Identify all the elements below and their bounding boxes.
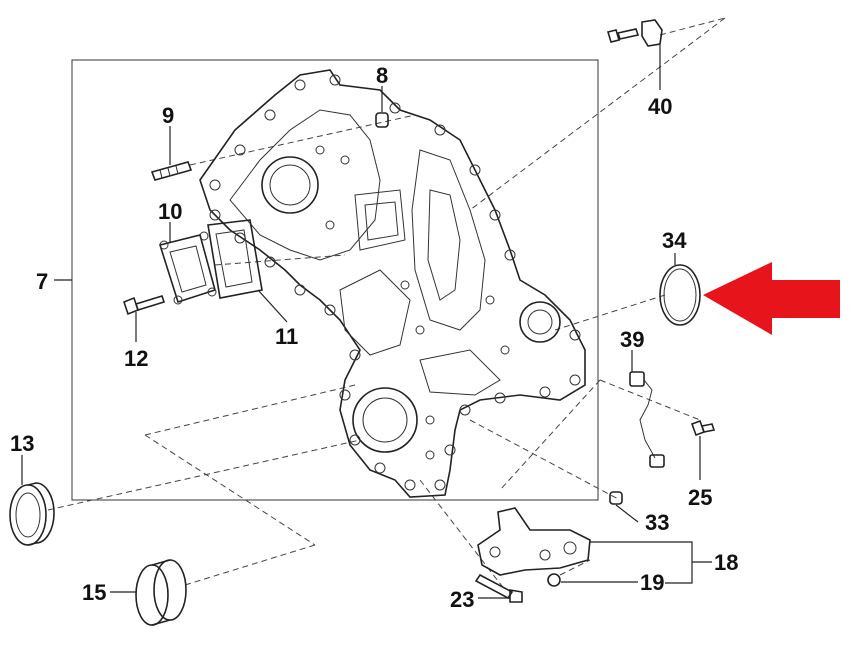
plug-part-8 bbox=[375, 86, 389, 128]
label-12: 12 bbox=[124, 346, 148, 371]
sensor-part-39 bbox=[629, 350, 665, 468]
label-18: 18 bbox=[714, 550, 738, 575]
cover-part-11 bbox=[207, 219, 288, 323]
label-11: 11 bbox=[275, 324, 298, 349]
clip-part-40 bbox=[606, 19, 663, 90]
plug-part-33 bbox=[609, 491, 639, 523]
label-40: 40 bbox=[648, 94, 672, 119]
timing-cover bbox=[199, 69, 586, 498]
bolt-part-25 bbox=[690, 419, 716, 480]
label-13: 13 bbox=[10, 431, 34, 456]
label-33: 33 bbox=[645, 510, 669, 535]
label-8: 8 bbox=[376, 63, 388, 88]
label-25: 25 bbox=[688, 485, 712, 510]
label-7: 7 bbox=[36, 269, 48, 294]
label-39: 39 bbox=[620, 327, 644, 352]
oil-seal-part-13 bbox=[9, 455, 55, 546]
bracket-part-18 bbox=[477, 507, 712, 584]
label-19: 19 bbox=[640, 570, 664, 595]
sleeve-part-15 bbox=[110, 559, 187, 626]
label-23: 23 bbox=[450, 587, 474, 612]
part-labels: 7 8 9 10 11 12 13 15 18 19 23 25 33 34 3… bbox=[10, 63, 738, 612]
label-10: 10 bbox=[158, 199, 182, 224]
bolt-part-23 bbox=[474, 573, 523, 603]
bolt-part-12 bbox=[123, 295, 166, 342]
left-arrow-icon bbox=[703, 262, 840, 335]
alignment-lines bbox=[47, 17, 726, 591]
label-15: 15 bbox=[82, 580, 106, 605]
stud-part-9 bbox=[150, 126, 193, 181]
nut-part-19 bbox=[547, 573, 638, 587]
label-9: 9 bbox=[162, 103, 174, 128]
o-ring-part-34 bbox=[659, 253, 701, 326]
label-34: 34 bbox=[662, 228, 687, 253]
gasket-part-10 bbox=[158, 222, 217, 305]
